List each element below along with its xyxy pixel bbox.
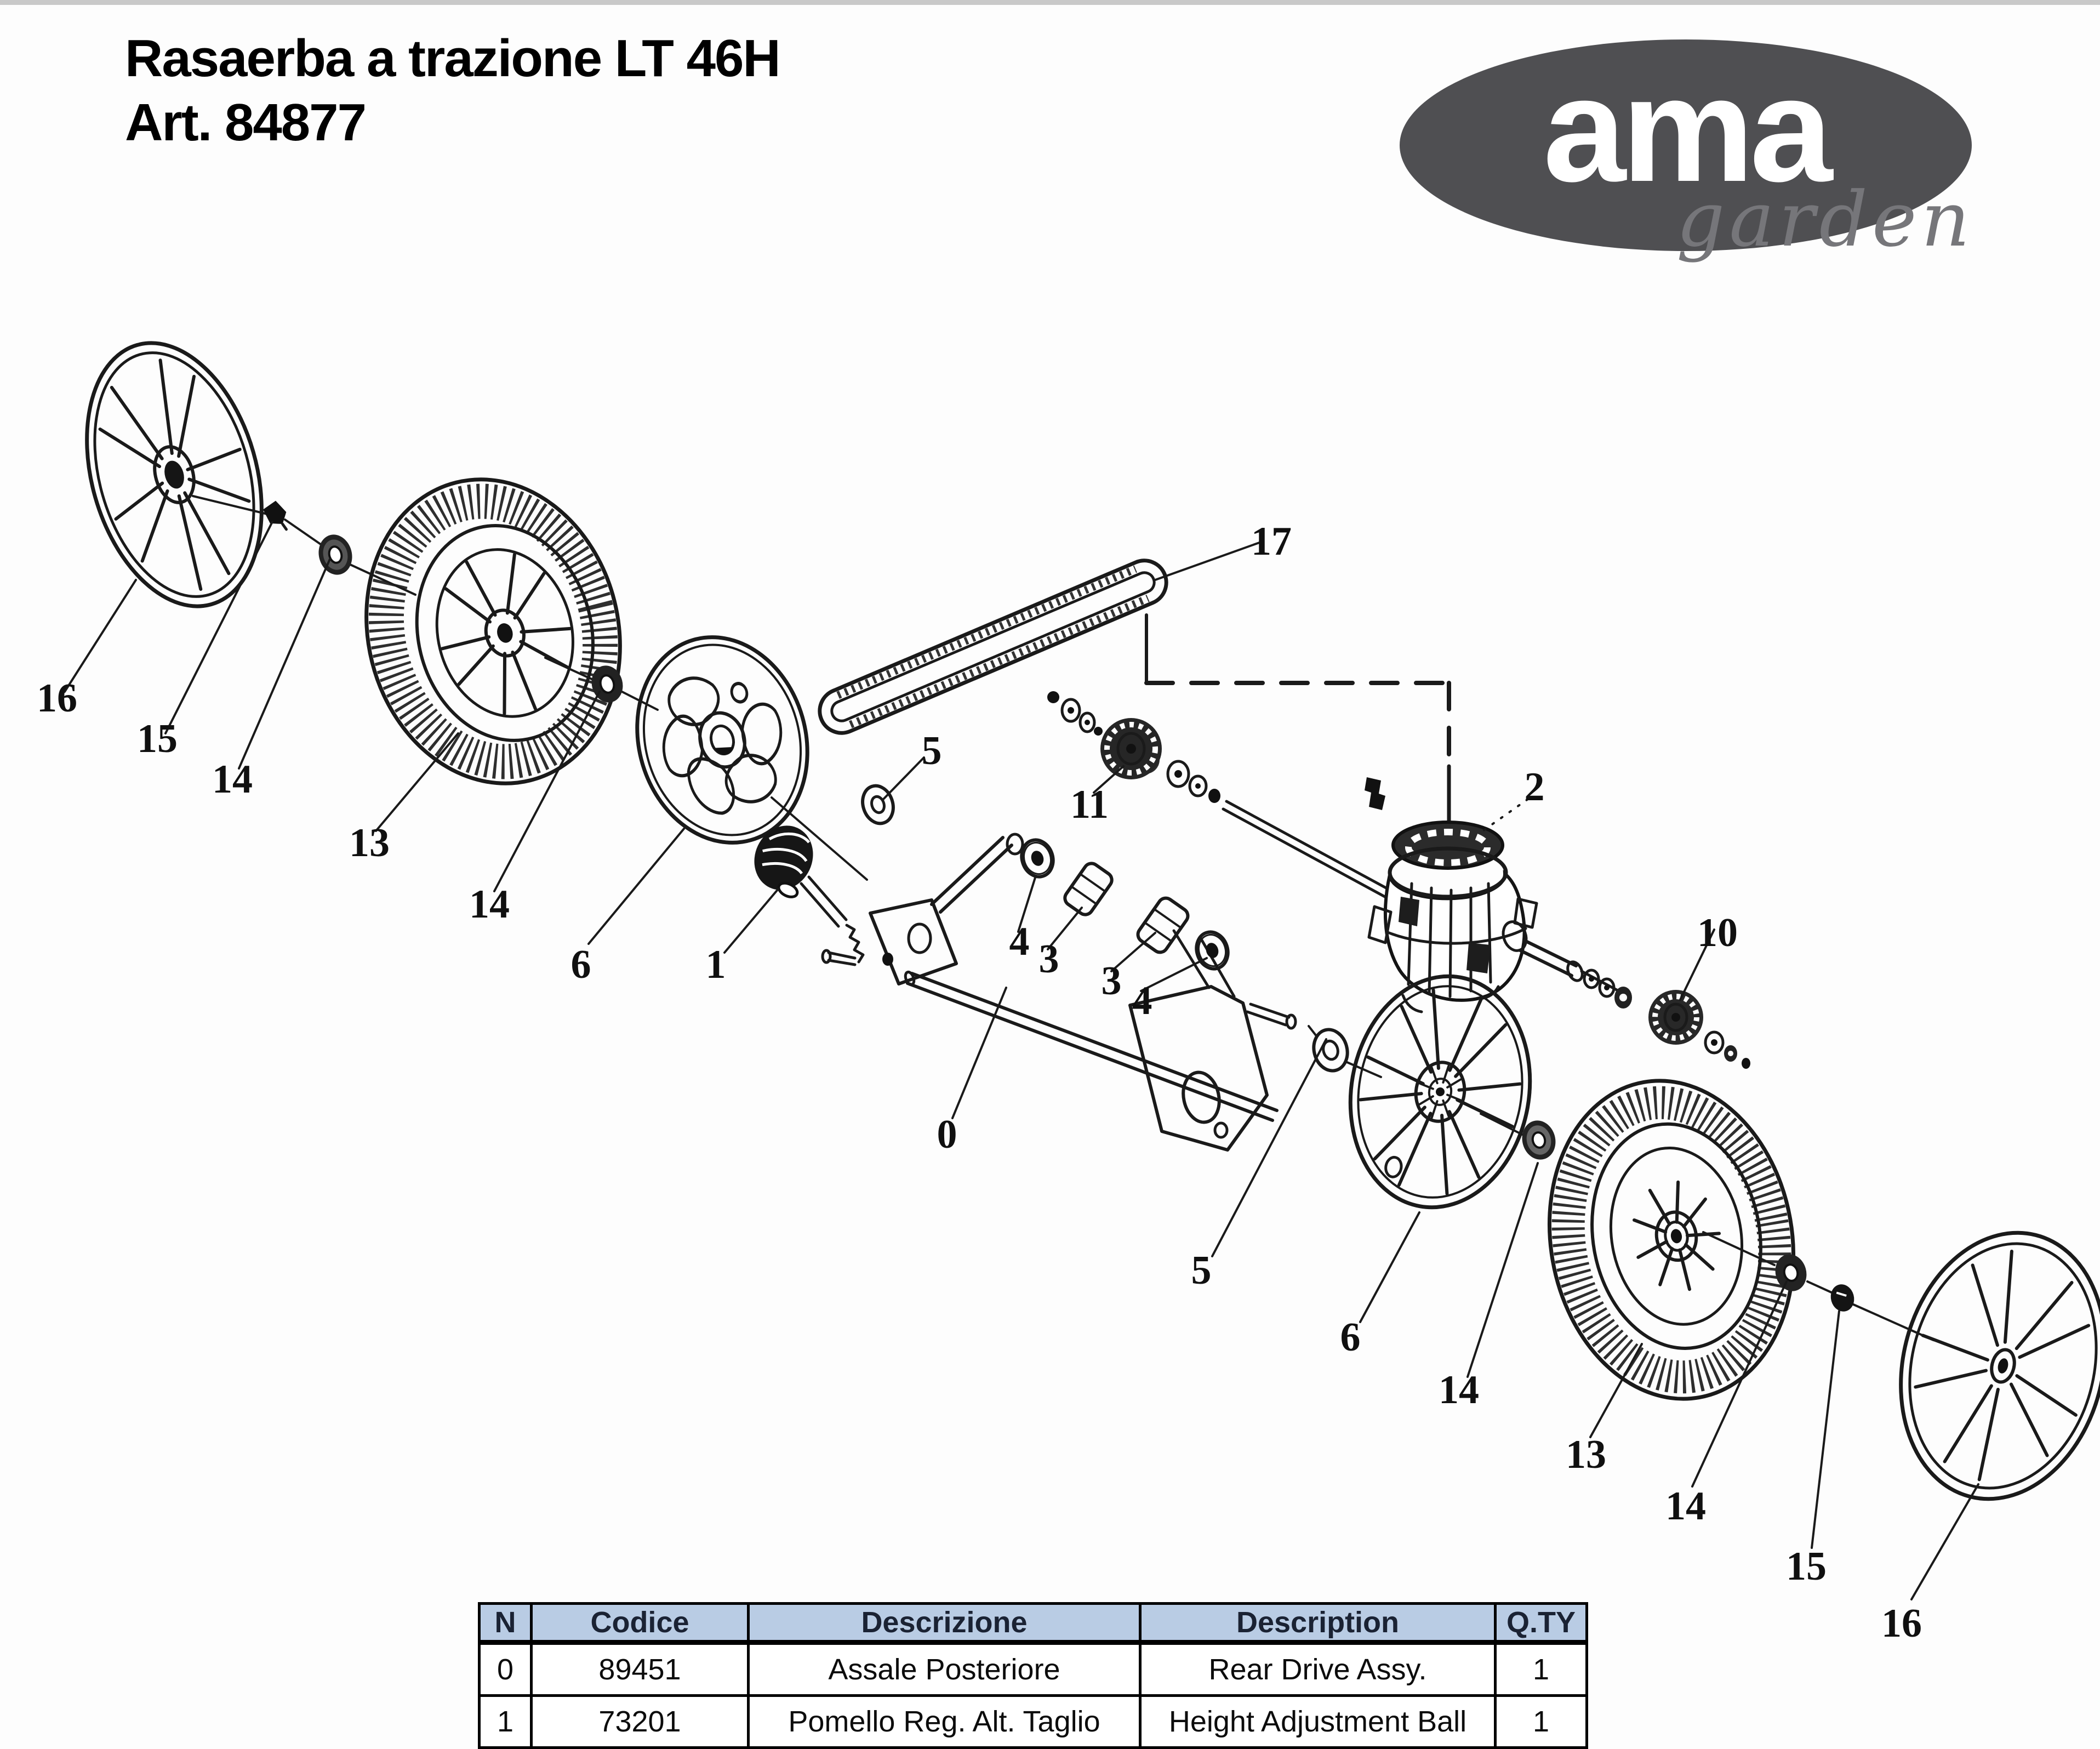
table-cell: 1 (478, 1694, 533, 1749)
roller-bearing (1020, 838, 1055, 879)
wheel-bearing (318, 534, 352, 575)
part-number-label: 4 (1009, 919, 1030, 964)
hubcap-left (85, 341, 264, 608)
col-header-codice: Codice (530, 1602, 750, 1645)
brand-name: ama (1543, 46, 1833, 213)
page-title: Rasaerba a trazione LT 46H Art. 84877 (125, 26, 781, 155)
table-cell: 1 (1494, 1694, 1588, 1749)
table-cell: 1 (1494, 1641, 1588, 1697)
table-cell: Assale Posteriore (747, 1641, 1142, 1697)
drive-disc-left (635, 635, 809, 845)
roller (1136, 896, 1190, 954)
part-number-label: 13 (349, 821, 390, 865)
washer (1312, 1028, 1349, 1073)
part-number-label: 5 (922, 728, 942, 773)
part-number-label: 5 (1191, 1248, 1212, 1293)
wheel-left (364, 477, 622, 785)
part-number-label: 13 (1566, 1432, 1606, 1477)
wheel-bearing (1775, 1254, 1807, 1291)
brand-logo: ama garden (1400, 39, 1972, 264)
wheel-bearing (1522, 1120, 1556, 1160)
part-number-label: 16 (1881, 1601, 1922, 1646)
drive-belt (818, 559, 1168, 735)
part-number-label: 15 (137, 716, 178, 761)
part-number-label: 6 (571, 942, 591, 987)
table-cell: Pomello Reg. Alt. Taglio (747, 1694, 1142, 1749)
part-number-label: 3 (1102, 959, 1122, 1004)
gearbox (1365, 777, 1538, 1013)
table-cell: Rear Drive Assy. (1139, 1641, 1497, 1697)
part-number-label: 15 (1786, 1544, 1827, 1589)
table-cell: 0 (478, 1641, 533, 1697)
col-header-descrizione: Descrizione (747, 1602, 1142, 1645)
part-number-label: 14 (212, 757, 253, 802)
drive-disc-right (1348, 974, 1532, 1210)
output-shaft (1519, 939, 1750, 1069)
part-number-label: 16 (37, 676, 77, 721)
pinion-gear-cluster (1047, 691, 1396, 902)
part-number-label: 14 (469, 882, 510, 927)
hubcap-right (1899, 1230, 2100, 1501)
part-number-label: 4 (1132, 978, 1152, 1023)
part-number-label: 10 (1697, 910, 1738, 955)
window-top-edge (0, 0, 2100, 5)
part-number-label: 14 (1665, 1484, 1706, 1529)
title-line-1: Rasaerba a trazione LT 46H (125, 29, 781, 88)
roller-bearing (1195, 930, 1230, 971)
roller (1063, 862, 1114, 916)
belt-reference-line (1144, 613, 1451, 833)
drive-sprocket (1648, 990, 1703, 1045)
col-header-n: N (478, 1602, 533, 1645)
part-number-label: 2 (1525, 765, 1545, 810)
col-header-qty: Q.TY (1494, 1602, 1588, 1645)
part-number-label: 6 (1340, 1315, 1361, 1360)
part-number-label: 11 (1070, 782, 1109, 827)
part-number-label: 17 (1251, 519, 1292, 564)
shaft-key (1365, 777, 1385, 810)
part-number-label: 1 (706, 942, 726, 987)
part-number-label: 14 (1439, 1368, 1479, 1412)
brand-subtitle: garden (1676, 175, 1975, 264)
table-cell: Height Adjustment Ball (1139, 1694, 1497, 1749)
washer (861, 784, 895, 825)
wheel-right (1547, 1079, 1796, 1401)
part-number-label: 3 (1039, 937, 1059, 982)
table-cell: 89451 (530, 1641, 750, 1697)
height-adjust-knob (754, 825, 1024, 985)
axle-bolt-left (263, 500, 288, 531)
axle-bracket (1128, 929, 1297, 1152)
part-number-label: 0 (937, 1112, 957, 1157)
table-cell: 73201 (530, 1694, 750, 1749)
axle-nut (1830, 1284, 1854, 1312)
axis-lines (192, 495, 1934, 1341)
col-header-description: Description (1139, 1602, 1497, 1645)
leader-lines (64, 521, 1979, 1600)
title-line-2: Art. 84877 (125, 93, 367, 152)
table-header-row: N Codice Descrizione Description Q.TY (478, 1602, 1588, 1645)
